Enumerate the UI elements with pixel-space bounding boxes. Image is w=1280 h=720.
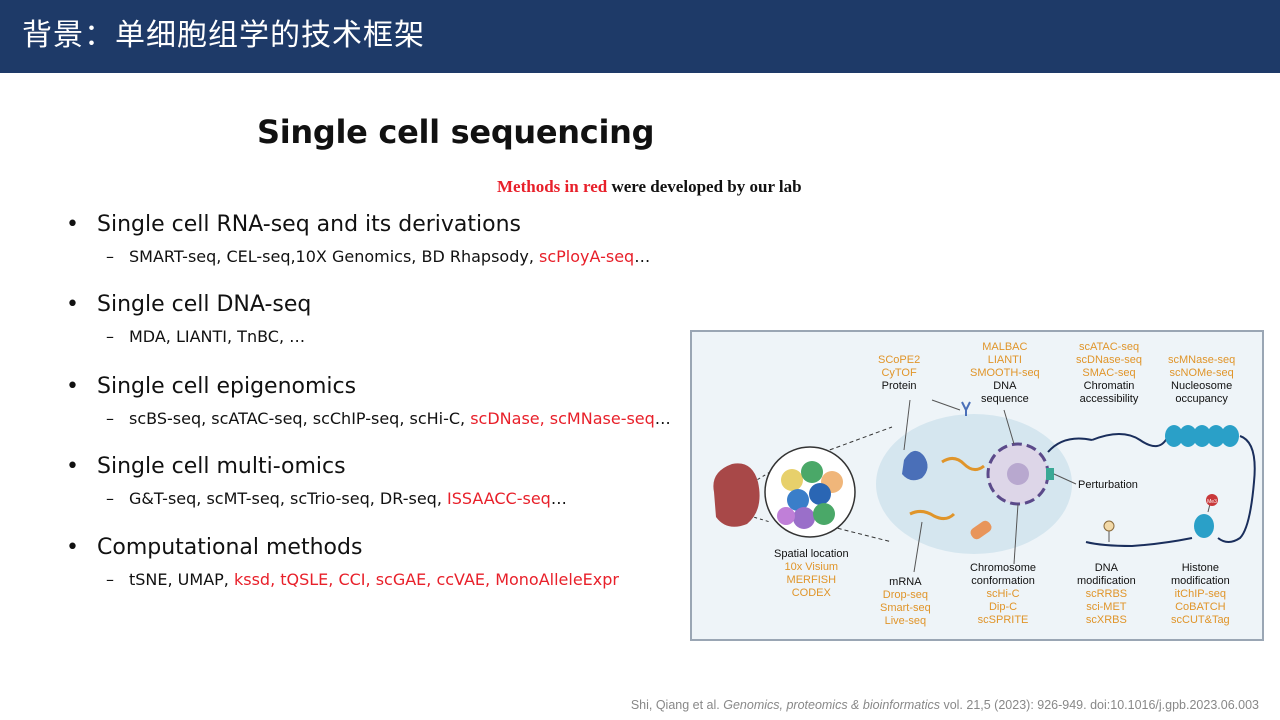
sub-multiomics: –G&T-seq, scMT-seq, scTrio-seq, DR-seq, … (106, 489, 567, 508)
sub-red: scPloyA-seq (539, 247, 635, 266)
dna-mod-icon (1103, 520, 1115, 532)
dna-label: MALBAC LIANTI SMOOTH-seq DNA sequence (970, 341, 1040, 405)
tissue-icon (713, 463, 760, 527)
sub-dna: –MDA, LIANTI, TnBC, … (106, 327, 306, 346)
bullet-dot-icon: • (66, 535, 79, 560)
histone-icon (1194, 514, 1214, 538)
histone-modification-label: Histone modification itChIP-seq CoBATCH … (1171, 562, 1230, 626)
sub-black: scBS-seq, scATAC-seq, scChIP-seq, scHi-C… (129, 409, 471, 428)
antibody-icon (961, 401, 971, 416)
sub-tail: … (654, 409, 671, 428)
subtitle-red: Methods in red (497, 177, 608, 196)
bullet-title: Computational methods (97, 535, 363, 560)
sub-tail: … (634, 247, 651, 266)
figure-illustration: Me3 (713, 399, 1256, 573)
chromosome-icon (970, 520, 992, 540)
protein-icon (902, 450, 928, 481)
mrna-label: mRNA Drop-seq Smart-seq Live-seq (880, 576, 931, 627)
perturbation-label: Perturbation (1078, 479, 1138, 491)
sub-red: scDNase, scMNase-seq (470, 409, 655, 428)
slide-title: 背景：单细胞组学的技术框架 (22, 18, 425, 53)
sub-red: kssd, tQSLE, CCI, scGAE, ccVAE, MonoAlle… (233, 570, 619, 589)
bullet-multiomics: • Single cell multi-omics (66, 454, 346, 479)
sub-black: G&T-seq, scMT-seq, scTrio-seq, DR-seq, (129, 489, 447, 508)
nucleosome-icon (1165, 425, 1239, 447)
citation-rest: vol. 21,5 (2023): 926-949. doi:10.1016/j… (939, 698, 1259, 712)
subtitle-rest: were developed by our lab (607, 177, 802, 196)
chromatin-label: scATAC-seq scDNase-seq SMAC-seq Chromati… (1076, 341, 1143, 405)
bullet-title: Single cell DNA-seq (97, 292, 312, 317)
bullet-dna: • Single cell DNA-seq (66, 292, 311, 317)
omics-figure: Me3 SCoPE2 CyTOF Protein MALBAC LIANTI S… (690, 330, 1264, 641)
dna-modification-label: DNA modification scRRBS sci-MET scXRBS (1077, 562, 1136, 626)
protein-label: SCoPE2 CyTOF Protein (878, 354, 921, 392)
bullet-dot-icon: • (66, 454, 79, 479)
sub-epigenomics: –scBS-seq, scATAC-seq, scChIP-seq, scHi-… (106, 409, 671, 428)
citation-journal: Genomics, proteomics & bioinformatics (723, 698, 940, 712)
sub-red: ISSAACC-seq (447, 489, 551, 508)
bullet-rna: • Single cell RNA-seq and its derivations (66, 212, 521, 237)
bullet-computational: • Computational methods (66, 535, 362, 560)
bullet-title: Single cell epigenomics (97, 374, 357, 399)
subtitle: Methods in red were developed by our lab (497, 177, 802, 197)
bullet-title: Single cell multi-omics (97, 454, 346, 479)
sub-computational: –tSNE, UMAP, kssd, tQSLE, CCI, scGAE, cc… (106, 570, 619, 589)
bullet-dot-icon: • (66, 212, 79, 237)
bullet-title: Single cell RNA-seq and its derivations (97, 212, 522, 237)
bullet-dot-icon: • (66, 374, 79, 399)
citation-authors: Shi, Qiang et al. (630, 698, 724, 712)
bullet-epigenomics: • Single cell epigenomics (66, 374, 356, 399)
sub-black: SMART-seq, CEL-seq,10X Genomics, BD Rhap… (129, 247, 539, 266)
sub-black: MDA, LIANTI, TnBC, … (129, 327, 306, 346)
nucleosome-label: scMNase-seq scNOMe-seq Nucleosome occupa… (1168, 354, 1236, 405)
mrna-strand-icon (909, 509, 956, 521)
mrna-strand-icon (941, 457, 985, 471)
mark-label: Me3 (1207, 499, 1217, 505)
sub-tail: … (550, 489, 567, 508)
spatial-label: Spatial location 10x Visium MERFISH CODE… (774, 548, 849, 599)
citation: Shi, Qiang et al. Genomics, proteomics &… (631, 698, 1259, 712)
conformation-label: Chromosome conformation scHi-C Dip-C scS… (970, 562, 1037, 626)
sub-black: tSNE, UMAP, (129, 570, 234, 589)
bullet-dot-icon: • (66, 292, 79, 317)
header-bar: 背景：单细胞组学的技术框架 (0, 0, 1280, 73)
main-title: Single cell sequencing (257, 113, 655, 151)
perturbation-icon (1046, 468, 1054, 480)
sub-rna: –SMART-seq, CEL-seq,10X Genomics, BD Rha… (106, 247, 651, 266)
methyl-mark-icon (1206, 494, 1218, 506)
